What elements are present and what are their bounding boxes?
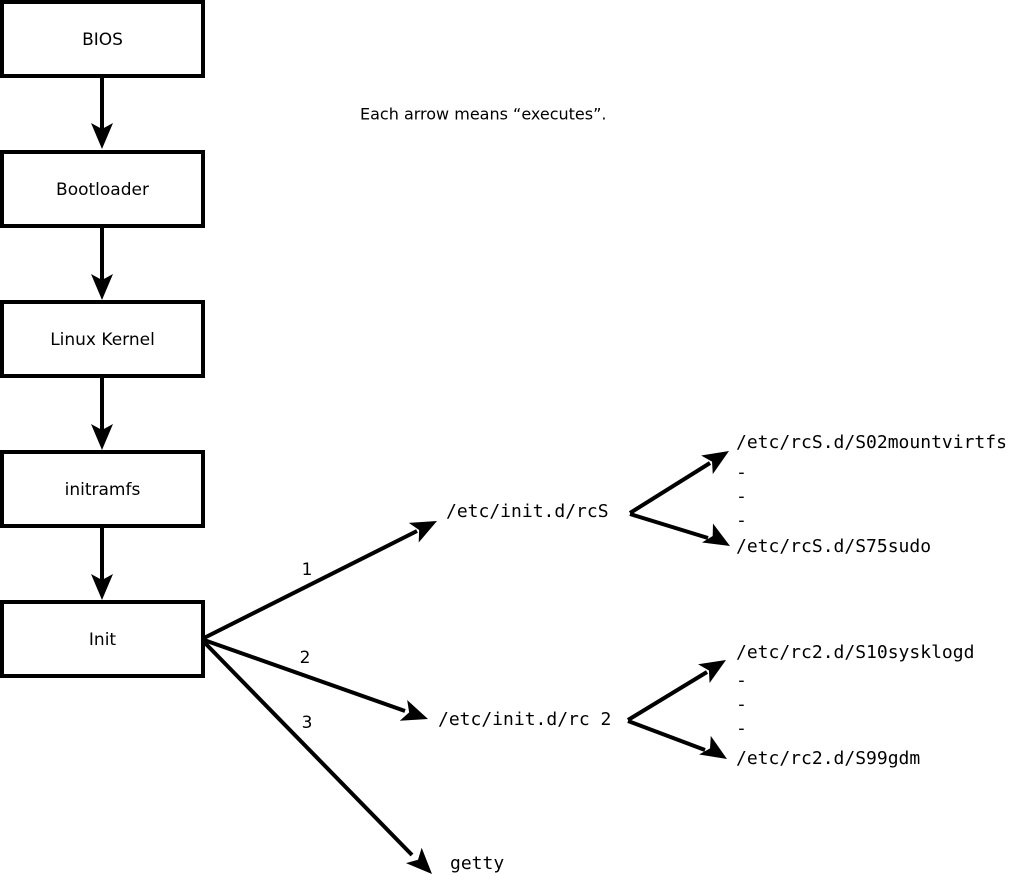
init-branch-1: 1 /etc/init.d/rcS bbox=[203, 501, 609, 640]
stage-box-kernel[interactable]: Linux Kernel bbox=[0, 300, 205, 378]
rcs-fanout bbox=[628, 441, 736, 556]
stage-label-bios: BIOS bbox=[82, 30, 123, 50]
rc2-ellipsis-dash-3: - bbox=[736, 718, 747, 739]
branch-number-2: 2 bbox=[300, 648, 311, 668]
branch-target-getty[interactable]: getty bbox=[450, 853, 504, 874]
branch-target-rcs[interactable]: /etc/init.d/rcS bbox=[446, 501, 609, 522]
branch-number-1: 1 bbox=[302, 560, 313, 580]
branch-target-rc2[interactable]: /etc/init.d/rc 2 bbox=[438, 709, 611, 730]
stage-label-init: Init bbox=[89, 630, 117, 650]
stage-box-initramfs[interactable]: initramfs bbox=[0, 450, 205, 528]
stage-box-bootloader[interactable]: Bootloader bbox=[0, 150, 205, 228]
init-branch-3: 3 getty bbox=[202, 640, 504, 875]
stage-connector-initramfs-init bbox=[91, 526, 113, 600]
rc2-ellipsis-dash-2: - bbox=[736, 694, 747, 715]
rc2-ellipsis-dash-1: - bbox=[736, 670, 747, 691]
stage-label-bootloader: Bootloader bbox=[56, 180, 149, 200]
rcs-ellipsis-dash-2: - bbox=[736, 486, 747, 507]
rc2-script-last[interactable]: /etc/rc2.d/S99gdm bbox=[736, 748, 920, 769]
rcs-script-last[interactable]: /etc/rcS.d/S75sudo bbox=[736, 536, 931, 557]
rcs-ellipsis-dash-3: - bbox=[736, 510, 747, 531]
rc2-script-first[interactable]: /etc/rc2.d/S10sysklogd bbox=[736, 642, 974, 663]
rcs-ellipsis-dash-1: - bbox=[736, 462, 747, 483]
stage-connector-bios-bootloader bbox=[91, 76, 113, 149]
stage-box-bios[interactable]: BIOS bbox=[0, 0, 205, 78]
stage-connector-kernel-initramfs bbox=[91, 376, 113, 450]
rc2-fanout bbox=[626, 650, 733, 769]
stage-connector-bootloader-kernel bbox=[91, 226, 113, 300]
legend-note: Each arrow means “executes”. bbox=[360, 105, 606, 124]
stage-label-kernel: Linux Kernel bbox=[50, 330, 155, 350]
stage-box-init[interactable]: Init bbox=[0, 600, 205, 678]
branch-number-3: 3 bbox=[302, 713, 313, 733]
init-branch-2: 2 /etc/init.d/rc 2 bbox=[203, 638, 611, 730]
stage-label-initramfs: initramfs bbox=[65, 480, 141, 500]
rcs-script-first[interactable]: /etc/rcS.d/S02mountvirtfs bbox=[736, 432, 1007, 453]
